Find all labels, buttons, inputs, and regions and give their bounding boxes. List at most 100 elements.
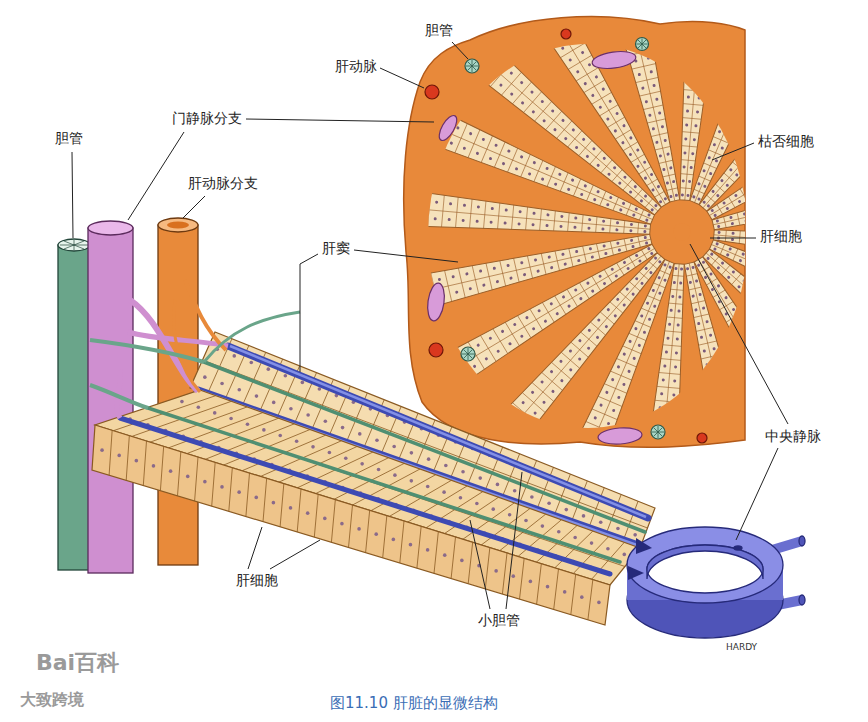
cell-nucleus (452, 357, 456, 361)
cell-nucleus (444, 464, 448, 468)
cell-nucleus (786, 172, 790, 176)
cell-border (445, 270, 452, 301)
cell-nucleus (681, 193, 684, 196)
cell-nucleus (845, 27, 849, 31)
cell-nucleus (573, 536, 577, 540)
cell-nucleus (697, 322, 701, 326)
cell-nucleus (623, 175, 627, 179)
cell-nucleus (715, 159, 719, 163)
cell-nucleus (690, 166, 693, 169)
cell-border (513, 403, 537, 424)
cell-nucleus (574, 145, 578, 149)
cell-nucleus (728, 247, 732, 251)
cell-nucleus (718, 130, 722, 134)
cell-nucleus (653, 304, 657, 308)
cell-border (713, 169, 868, 225)
cell-nucleus (666, 152, 670, 156)
ring-top (627, 527, 783, 603)
cell-border (724, 217, 727, 228)
cell-border (742, 283, 752, 295)
cell-border (715, 184, 725, 192)
cell-border (500, 261, 506, 286)
cell-nucleus (530, 390, 534, 394)
cell-nucleus (650, 208, 654, 212)
cell-nucleus (799, 208, 803, 212)
cell-nucleus (531, 223, 534, 226)
cell-nucleus (669, 166, 673, 170)
cell-nucleus (626, 266, 630, 270)
cell-nucleus (496, 349, 500, 353)
cell-nucleus (810, 90, 814, 94)
cell-border (451, 537, 455, 579)
cell-nucleus (730, 415, 734, 419)
cell-nucleus (652, 84, 656, 88)
cell-border (532, 383, 554, 402)
cell-nucleus (512, 411, 516, 415)
cell-nucleus (328, 451, 332, 455)
cell-nucleus (762, 355, 766, 359)
cell-nucleus (421, 199, 424, 202)
cell-border (651, 133, 668, 137)
cell-nucleus (710, 208, 714, 212)
cell-nucleus (502, 162, 506, 166)
cell-nucleus (654, 448, 657, 451)
cell-border (526, 207, 528, 230)
cell-border (520, 558, 525, 599)
cell-border (512, 205, 514, 229)
cell-nucleus (289, 506, 293, 510)
cell-border (503, 413, 528, 435)
hepatocyte-cord (678, 0, 808, 210)
cell-nucleus (687, 95, 690, 98)
cell-border (708, 395, 732, 401)
cell-nucleus (541, 524, 545, 528)
cell-border (505, 322, 519, 345)
cell-nucleus (577, 259, 581, 263)
cell-nucleus (587, 328, 591, 332)
cell-border (747, 44, 772, 55)
cell-border (541, 253, 546, 274)
cell-nucleus (135, 459, 139, 463)
cell-nucleus (828, 133, 832, 137)
cell-border (821, 134, 834, 155)
cell-nucleus (858, 39, 862, 43)
cell-nucleus (571, 128, 575, 132)
cell-border (712, 257, 719, 265)
cell-border (845, 18, 868, 41)
cell-border (513, 82, 532, 104)
cell-border (737, 71, 760, 81)
cell-nucleus (800, 81, 804, 85)
cell-border (673, 275, 684, 277)
cell-nucleus (203, 375, 207, 379)
cell-nucleus (592, 147, 596, 151)
cell-nucleus (542, 400, 546, 404)
cell-nucleus (591, 93, 595, 97)
cell-border (616, 8, 646, 15)
cell-nucleus (644, 236, 648, 240)
cell-nucleus (659, 154, 663, 158)
cell-nucleus (628, 152, 632, 156)
cell-nucleus (720, 178, 724, 182)
cell-nucleus (197, 405, 201, 409)
cell-nucleus (561, 295, 565, 299)
cell-border (524, 92, 542, 113)
cell-border (530, 309, 543, 330)
cell-border (752, 360, 772, 372)
cell-nucleus (726, 401, 730, 405)
cell-nucleus (598, 105, 602, 109)
cord-body (694, 239, 868, 429)
cell-nucleus (694, 308, 698, 312)
cell-nucleus (531, 110, 535, 114)
bile-duct-ring (461, 347, 475, 361)
hepatocyte-plate-front (92, 425, 610, 625)
cell-nucleus (420, 216, 423, 219)
cell-border (704, 163, 717, 169)
cell-nucleus (410, 479, 414, 483)
cell-border (682, 146, 698, 147)
cell-nucleus (689, 53, 692, 56)
cell-nucleus (575, 250, 579, 254)
hepatocyte-cord (694, 239, 868, 429)
cell-border (555, 251, 560, 271)
cell-border (834, 287, 844, 310)
cell-nucleus (560, 379, 564, 383)
cell-border (554, 569, 559, 610)
